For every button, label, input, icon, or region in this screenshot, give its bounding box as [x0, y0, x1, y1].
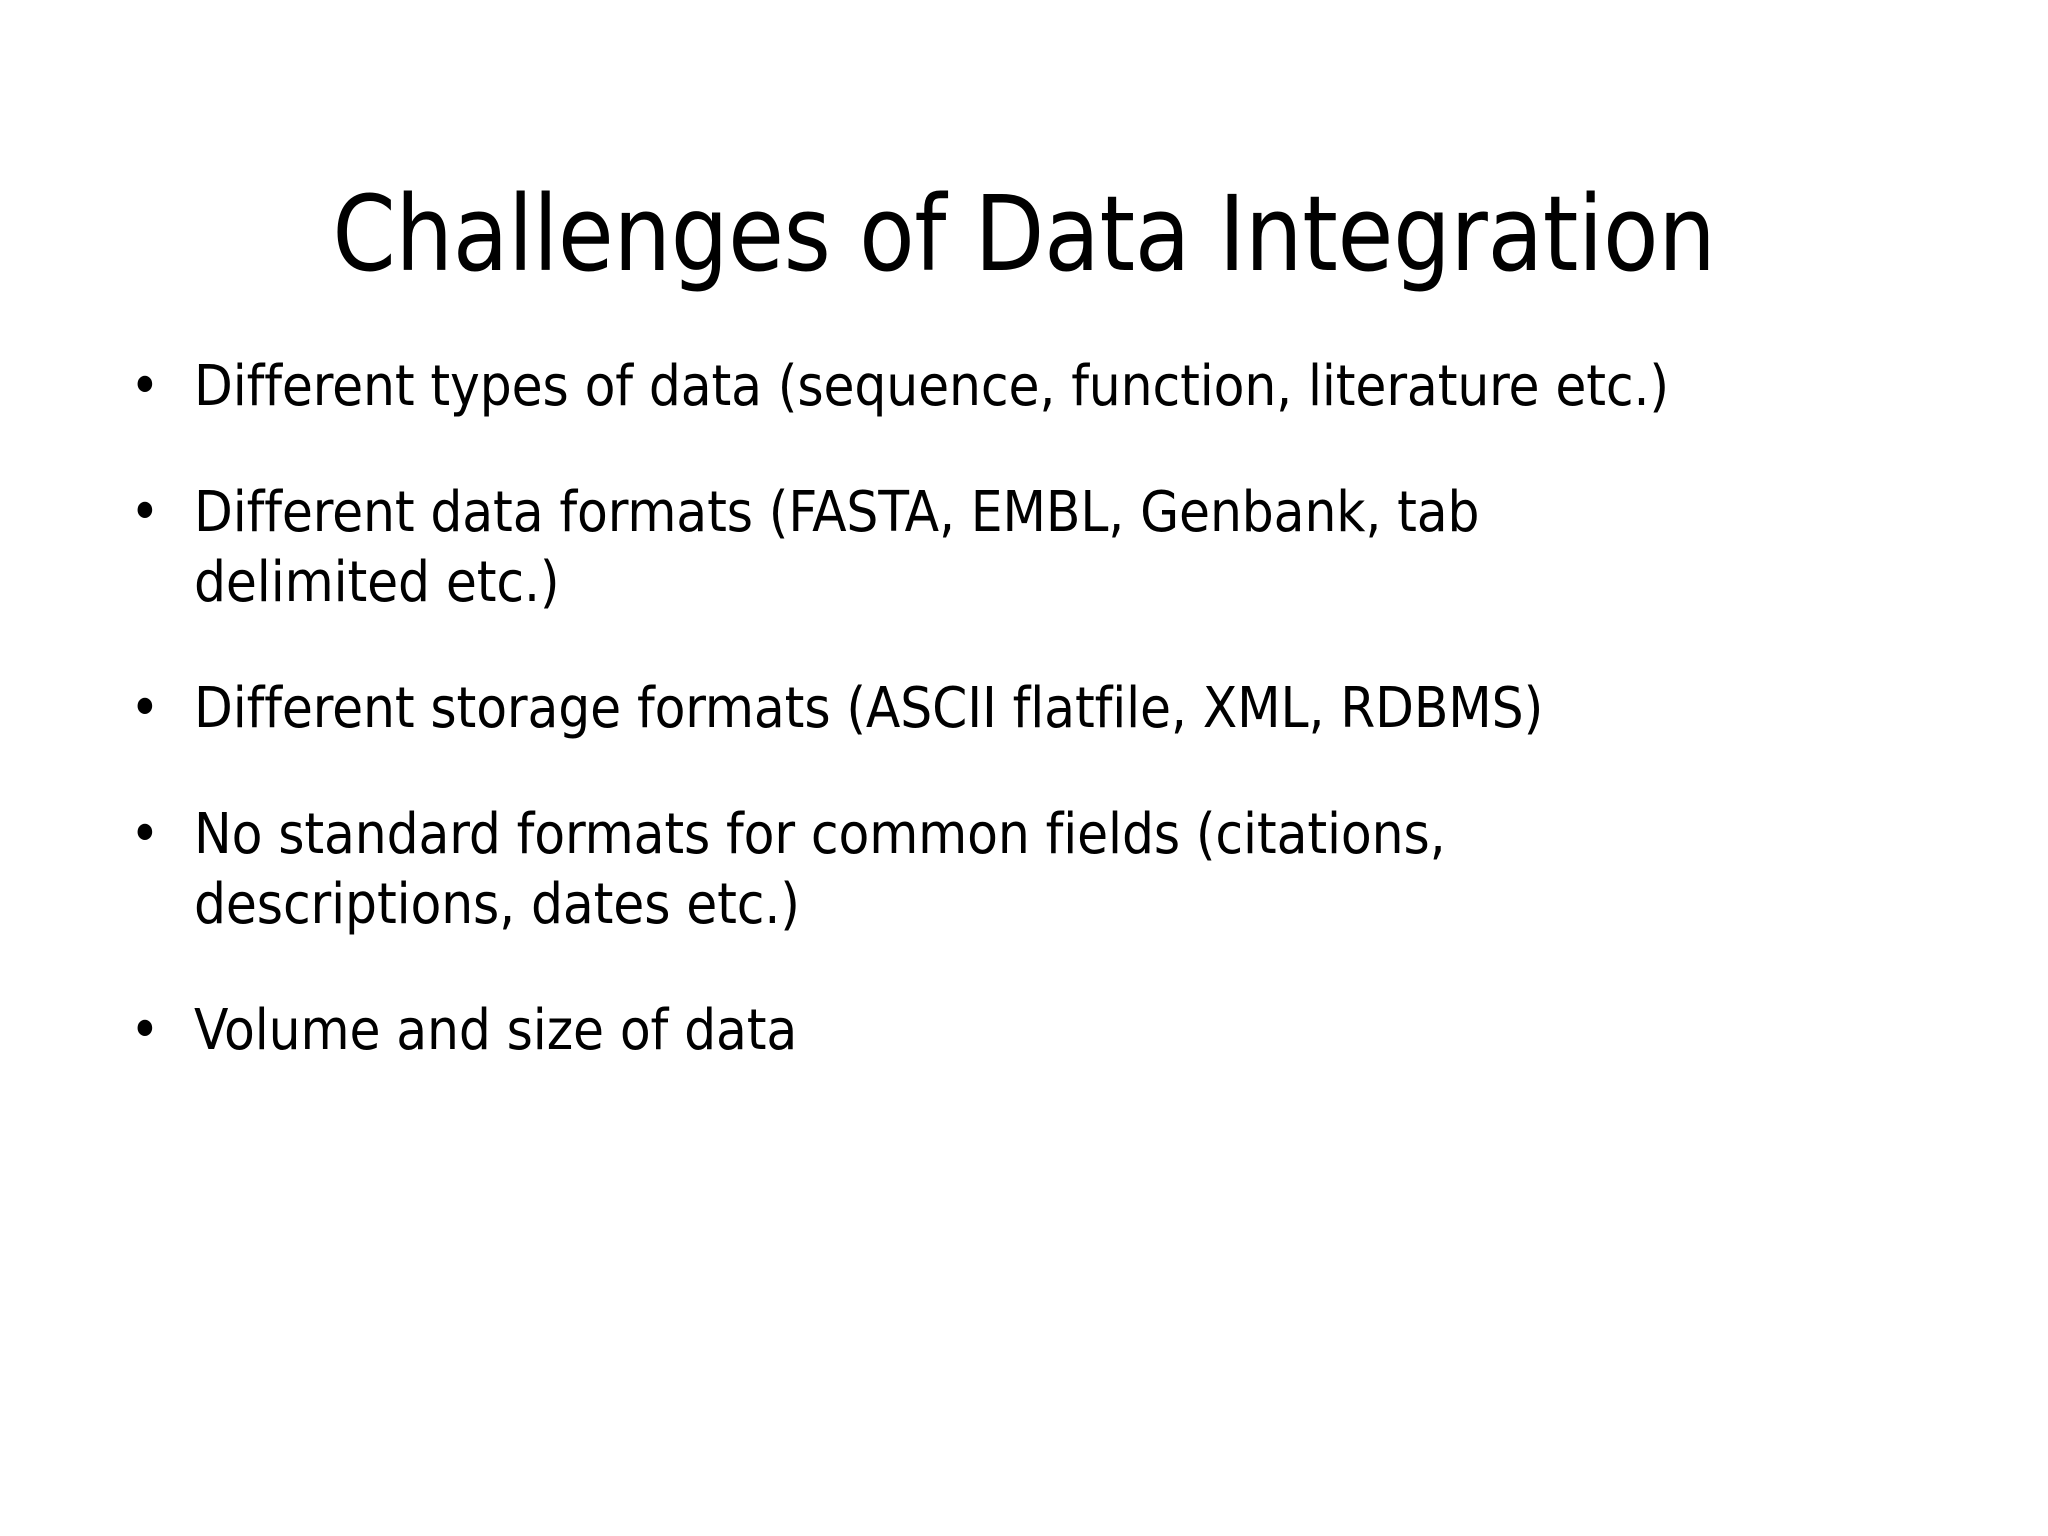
list-item-line: Different data formats (FASTA, EMBL, Gen… [194, 480, 1480, 545]
bullet-point-icon: • [130, 998, 160, 1063]
list-item-text: Volume and size of data [194, 996, 1914, 1066]
bullet-point-icon: • [130, 354, 160, 419]
title-block: Challenges of Data Integration [0, 108, 2048, 360]
list-item: • Different storage formats (ASCII flatf… [118, 674, 1978, 744]
bullet-point-icon: • [130, 480, 160, 545]
bullet-point-icon: • [130, 802, 160, 867]
list-item-line: Volume and size of data [194, 998, 798, 1063]
list-item-line: Different types of data (sequence, funct… [194, 354, 1669, 419]
list-item: • Volume and size of data [118, 996, 1978, 1066]
list-item-text: No standard formats for common fields (c… [194, 800, 1734, 940]
list-item: • Different types of data (sequence, fun… [118, 352, 1978, 422]
list-item-line: Different storage formats (ASCII flatfil… [194, 676, 1544, 741]
list-item-text: Different data formats (FASTA, EMBL, Gen… [194, 478, 1734, 618]
list-item-line: No standard formats for common fields (c… [194, 802, 1446, 867]
list-item-text: Different types of data (sequence, funct… [194, 352, 1914, 422]
bullet-list: • Different types of data (sequence, fun… [118, 352, 1978, 1066]
list-item-line: descriptions, dates etc.) [194, 872, 800, 937]
bullet-point-icon: • [130, 676, 160, 741]
list-item: • No standard formats for common fields … [118, 800, 1978, 940]
list-item-text: Different storage formats (ASCII flatfil… [194, 674, 1914, 744]
page-title: Challenges of Data Integration [332, 172, 1716, 295]
list-item: • Different data formats (FASTA, EMBL, G… [118, 478, 1978, 618]
list-item-line: delimited etc.) [194, 550, 560, 615]
